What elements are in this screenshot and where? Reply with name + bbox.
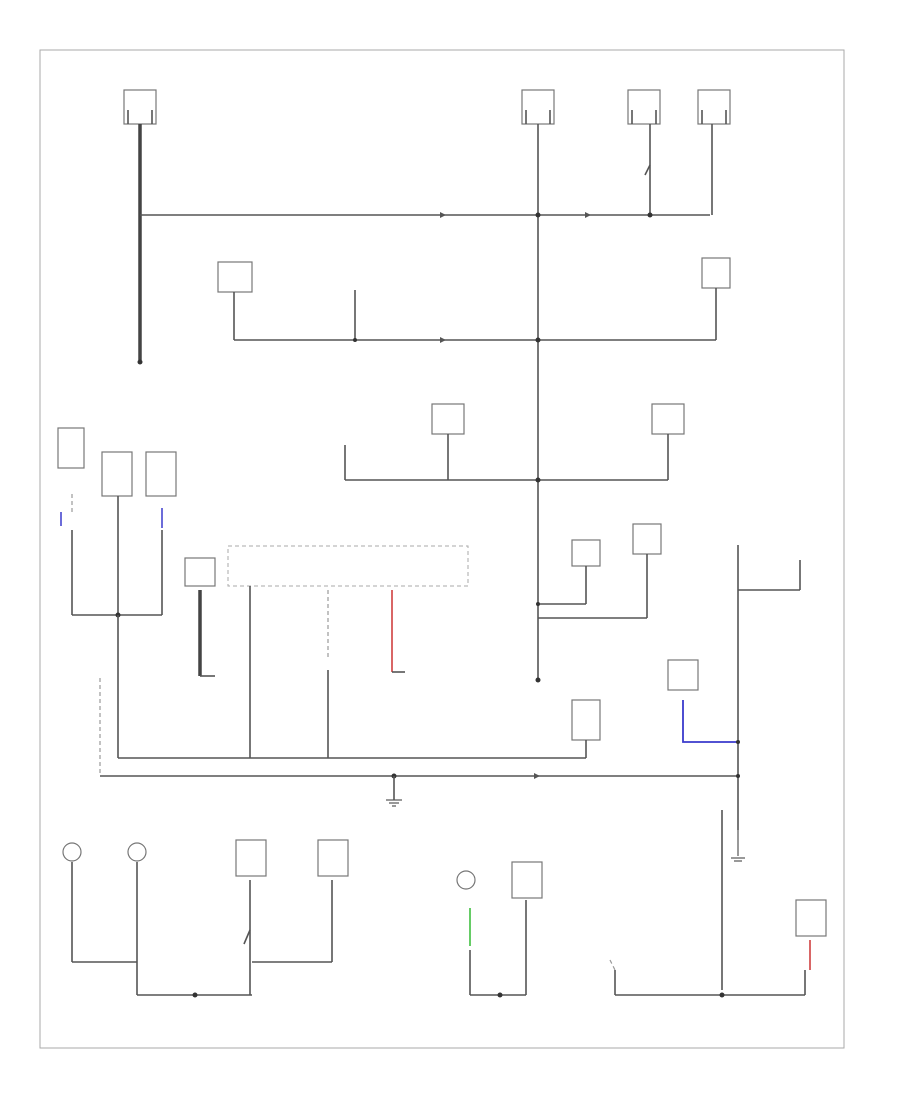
component-right-mid bbox=[667, 659, 699, 691]
component-row3-right bbox=[651, 403, 685, 435]
arrow-top-1 bbox=[440, 212, 446, 218]
lamp-bottom-left-1 bbox=[62, 842, 82, 862]
lamp-bottom-left-2 bbox=[127, 842, 147, 862]
lamp-bottom-center bbox=[456, 870, 476, 890]
diagram-frame bbox=[39, 49, 845, 1049]
component-top-center bbox=[521, 89, 555, 125]
component-bottom-center-left-1 bbox=[235, 839, 267, 877]
dashed-module-box bbox=[227, 545, 469, 587]
splice-center-top bbox=[535, 212, 541, 218]
splice-left-main bbox=[137, 359, 143, 365]
component-mid-left-2 bbox=[101, 451, 133, 497]
component-bottom-center bbox=[511, 861, 543, 899]
component-row3-center bbox=[431, 403, 465, 435]
component-switch-center bbox=[184, 557, 216, 587]
component-mid-left-1 bbox=[57, 427, 85, 469]
component-center-right-1 bbox=[571, 539, 601, 567]
component-row2-left bbox=[217, 261, 253, 293]
component-mid-left-3 bbox=[145, 451, 177, 497]
component-center-right-2 bbox=[632, 523, 662, 555]
ground-symbol-center bbox=[386, 799, 402, 807]
component-top-right-1 bbox=[627, 89, 661, 125]
component-ground-bus-right bbox=[571, 699, 601, 741]
arrow-top-2 bbox=[585, 212, 591, 218]
component-top-left bbox=[123, 89, 157, 125]
component-top-right-2 bbox=[697, 89, 731, 125]
component-bottom-center-left-2 bbox=[317, 839, 349, 877]
ground-symbol-right bbox=[731, 830, 745, 862]
component-bottom-right bbox=[795, 899, 827, 937]
component-row2-right bbox=[701, 257, 731, 289]
